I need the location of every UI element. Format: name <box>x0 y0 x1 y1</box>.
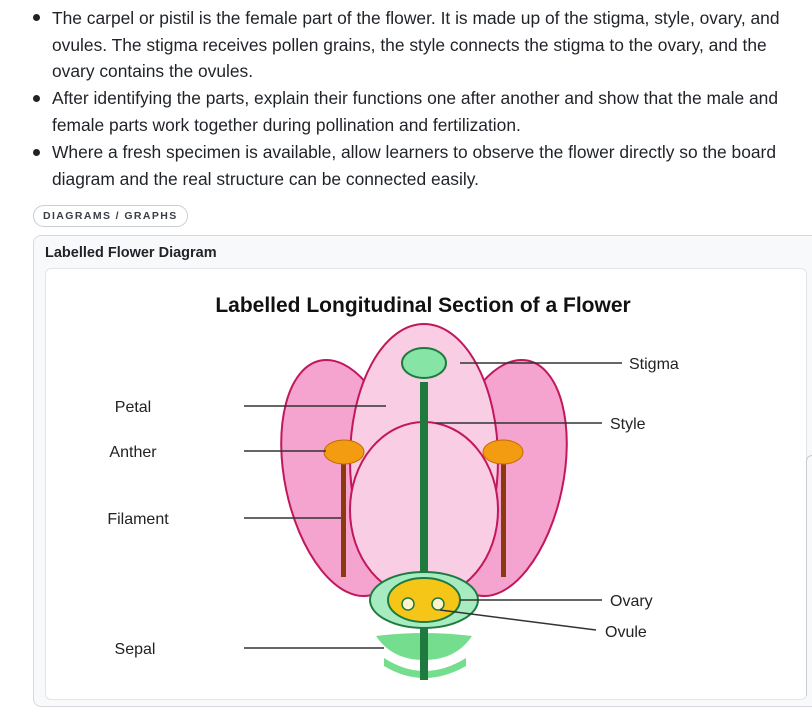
flower-diagram: Labelled Longitudinal Section of a Flowe… <box>107 294 679 680</box>
diagram-title: Labelled Longitudinal Section of a Flowe… <box>215 294 630 317</box>
label-anther: Anther <box>109 444 157 461</box>
label-filament: Filament <box>107 511 169 528</box>
ovary <box>387 577 461 623</box>
leader-lines <box>244 362 622 649</box>
bullet-line: Where a fresh specimen is available, all… <box>52 142 776 162</box>
bullet-item-3: Where a fresh specimen is available, all… <box>52 139 807 192</box>
bullet-line: The carpel or pistil is the female part … <box>52 8 780 28</box>
sepal-lower <box>384 658 466 678</box>
anther-right <box>482 439 524 465</box>
anther-left <box>323 439 365 465</box>
scroll-panel-edge <box>806 455 812 696</box>
bullet-line: ovary contains the ovules. <box>52 61 254 81</box>
bullet-dot <box>33 95 40 102</box>
bullet-dot <box>33 149 40 156</box>
filament-right <box>501 462 506 577</box>
section-tag: DIAGRAMS / GRAPHS <box>33 205 188 227</box>
bullet-item-2: After identifying the parts, explain the… <box>52 85 807 138</box>
label-sepal: Sepal <box>115 641 156 658</box>
ovule-left <box>401 597 415 611</box>
bullet-dot <box>33 14 40 21</box>
card-title: Labelled Flower Diagram <box>45 245 217 261</box>
bullet-item-1: The carpel or pistil is the female part … <box>52 5 807 85</box>
label-petal: Petal <box>115 399 151 416</box>
bullet-line: female parts work together during pollin… <box>52 114 521 135</box>
bullet-line: diagram and the real structure can be co… <box>52 168 479 189</box>
ovule-leader <box>439 609 597 631</box>
label-ovary: Ovary <box>610 593 653 610</box>
ovule-right <box>431 597 445 611</box>
bullet-line: ovules. The stigma receives pollen grain… <box>52 34 767 55</box>
label-ovule: Ovule <box>605 624 647 641</box>
filament-left <box>341 462 346 577</box>
flower-stalk <box>420 620 428 680</box>
label-stigma: Stigma <box>629 356 679 373</box>
bullet-line: After identifying the parts, explain the… <box>52 88 779 108</box>
label-style: Style <box>610 416 646 433</box>
stigma <box>401 347 447 379</box>
style-stalk <box>420 382 428 592</box>
